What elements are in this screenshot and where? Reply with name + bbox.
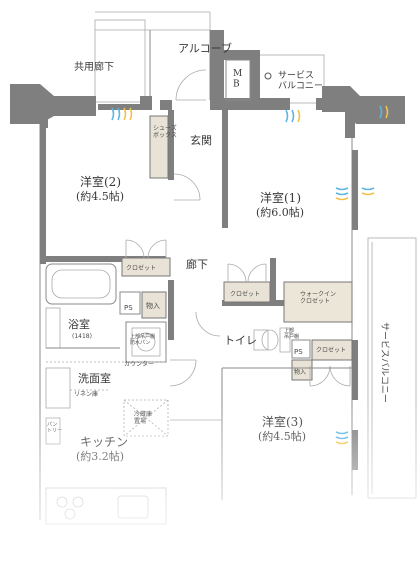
label-service-balcony-side: サービスバルコニー [379, 322, 390, 403]
label-linen: リネン庫 [74, 390, 98, 398]
label-western1-name: 洋室(1) [260, 190, 301, 205]
label-western2-name: 洋室(2) [80, 174, 121, 189]
label-closet-room3: クロゼット [316, 346, 346, 354]
vent-icon [285, 109, 301, 123]
label-closet-room2: クロゼット [126, 264, 156, 272]
label-storage-left: 物入 [146, 301, 160, 310]
label-ps-right: PS [294, 348, 303, 356]
label-entrance: 玄関 [190, 133, 212, 147]
label-corridor: 廊下 [186, 257, 208, 271]
label-western1-size: (約6.0帖) [256, 205, 304, 219]
label-kitchen-name: キッチン [80, 435, 128, 449]
washbasin [45, 367, 71, 409]
vent-icon [111, 107, 133, 121]
storage-left [141, 291, 167, 319]
label-toilet-shelf: 上部吊戸棚 [284, 327, 299, 340]
bathtub [45, 263, 117, 305]
label-dryer: 上部吊戸棚防水パン [130, 333, 155, 346]
structural-walls [10, 30, 405, 470]
closet-room2 [121, 257, 171, 277]
label-walkin-closet: ウォークインクロゼット [300, 290, 336, 305]
corridor-strip [94, 19, 146, 103]
label-shoes-box: シューズボックス [153, 124, 177, 139]
vent-icon [379, 105, 389, 119]
label-bathroom-size: (1418) [72, 333, 92, 340]
side-balcony [367, 237, 417, 499]
label-western3-name: 洋室(3) [262, 414, 303, 429]
label-alcove: アルコーブ [178, 41, 232, 55]
vent-circle-icon [264, 72, 272, 80]
mb-box [225, 59, 251, 101]
shoes-box [149, 115, 169, 179]
vent-icon [335, 187, 349, 201]
label-toilet: トイレ [224, 334, 257, 347]
fixtures [45, 59, 353, 525]
storage-right [291, 359, 313, 381]
vent-icon [335, 431, 349, 445]
ps-box-right [291, 339, 311, 359]
walkin-closet [283, 281, 353, 323]
label-ps-left: PS [124, 304, 133, 312]
closet-room1 [223, 281, 271, 303]
closet-room3 [311, 339, 353, 361]
label-western2-size: (約4.5帖) [76, 189, 124, 203]
label-washroom: 洗面室 [78, 371, 111, 385]
entrance-door [175, 69, 207, 101]
label-bathroom: 浴室 [68, 317, 90, 331]
label-western3-size: (約4.5帖) [258, 429, 306, 443]
ps-box-left [119, 291, 141, 315]
label-kitchen-size: (約3.2帖) [76, 449, 124, 463]
label-counter: カウンター [124, 360, 154, 368]
label-closet-room1: クロゼット [230, 290, 260, 298]
toilet-bowl [261, 329, 279, 351]
label-service-balcony-top: サービスバルコニー [278, 70, 323, 91]
label-common-corridor: 共用廊下 [74, 60, 114, 73]
label-fridge: 冷蔵庫置場 [134, 410, 152, 425]
vent-icon [361, 187, 375, 196]
label-storage-right: 物入 [294, 368, 306, 376]
